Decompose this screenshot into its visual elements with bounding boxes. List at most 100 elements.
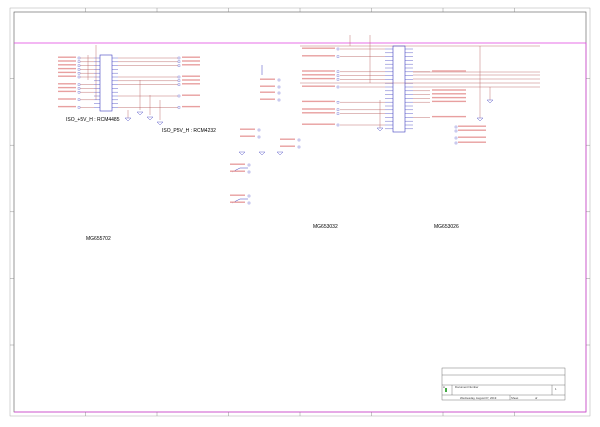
net-port: [336, 55, 340, 58]
net-label: [432, 96, 466, 99]
chip-u1: [99, 54, 113, 112]
net-label: [58, 64, 76, 66]
net-label: [240, 135, 255, 137]
net-port: [336, 47, 340, 51]
net-port: [247, 170, 251, 174]
ground-icon: [376, 127, 384, 132]
net-label: [58, 83, 76, 85]
net-port: [177, 94, 181, 98]
net-label: [58, 67, 76, 70]
net-label: [432, 100, 466, 103]
frame-ticks: [10, 8, 590, 416]
ground-icon: [238, 151, 246, 156]
net-label: [58, 86, 76, 89]
net-label: [240, 128, 255, 130]
net-label: [182, 64, 200, 66]
net-label: [230, 194, 245, 196]
net-port: [177, 60, 181, 63]
net-label: [58, 60, 76, 62]
ground-icon: [124, 117, 132, 122]
net-port: [336, 108, 340, 111]
net-label: [260, 91, 275, 93]
net-port: [247, 201, 251, 205]
net-label: [58, 75, 76, 77]
ground-icon: [136, 111, 144, 116]
sheet-of: of: [535, 396, 538, 400]
ground-icon: [258, 151, 266, 156]
net-label: [58, 105, 76, 108]
net-port: [77, 75, 81, 79]
net-label: [432, 115, 466, 118]
net-port: [77, 98, 81, 101]
net-port: [77, 91, 81, 94]
net-label: [302, 77, 335, 80]
net-port: [454, 129, 458, 133]
net-label: [432, 70, 466, 72]
net-port: [77, 60, 81, 63]
net-label: [280, 138, 295, 140]
wires: [80, 35, 540, 204]
net-port: [454, 125, 458, 129]
net-port: [297, 138, 301, 142]
net-label: [260, 85, 275, 87]
section-label-rcm4485: ISO_+5V_H : RCM4485: [66, 117, 120, 123]
net-port: [77, 56, 81, 60]
ground-icon: [146, 116, 154, 121]
net-label: [182, 83, 200, 85]
title-block: A Document Number 1 Wednesday, August 07…: [441, 367, 566, 401]
ground-icon: [486, 99, 494, 104]
net-port: [177, 79, 181, 82]
net-label: [58, 90, 76, 93]
net-port: [177, 56, 181, 60]
net-label: [182, 79, 200, 81]
net-label: [302, 85, 335, 87]
net-label: [260, 98, 275, 100]
net-port: [177, 75, 181, 79]
rev-value: 1: [555, 387, 557, 391]
net-label: [458, 141, 486, 143]
net-port: [77, 83, 81, 86]
net-port: [277, 85, 281, 89]
net-port: [177, 83, 181, 86]
net-label: [58, 56, 76, 58]
chip-u2: [392, 45, 406, 133]
net-port: [336, 70, 340, 73]
net-port: [257, 128, 261, 132]
net-port: [336, 78, 340, 81]
net-labels: [58, 47, 494, 205]
net-label: [182, 56, 200, 58]
net-label: [182, 94, 200, 96]
ground-icon: [156, 121, 164, 126]
net-port: [177, 64, 181, 67]
net-label: [230, 201, 245, 203]
net-port: [336, 112, 340, 115]
net-label: [302, 70, 335, 72]
document-number: Document Number: [455, 385, 479, 389]
net-port: [77, 106, 81, 109]
net-label: [280, 145, 295, 147]
part-label-3: MG653026: [434, 224, 459, 230]
net-label: [182, 60, 200, 62]
net-port: [77, 72, 81, 75]
net-port: [277, 98, 281, 102]
net-port: [454, 136, 458, 140]
chips: [99, 45, 406, 133]
part-label-1: MG655702: [86, 236, 111, 242]
net-label: [302, 55, 335, 57]
net-label: [182, 75, 200, 77]
net-port: [77, 68, 81, 71]
net-label: [260, 78, 275, 80]
sheet-frame: [9, 7, 591, 417]
net-port: [257, 135, 261, 139]
net-port: [177, 106, 181, 109]
sheet-label: Sheet: [511, 396, 519, 400]
net-label: [302, 123, 335, 125]
part-label-2: MG653032: [313, 224, 338, 230]
net-label: [302, 100, 335, 103]
net-label: [458, 129, 486, 131]
net-port: [336, 74, 340, 77]
ground-icon: [476, 117, 484, 122]
date-value: Wednesday, August 07, 2019: [460, 396, 497, 400]
section-label-rcm4232: ISO_P5V_H : RCM4232: [162, 128, 216, 134]
